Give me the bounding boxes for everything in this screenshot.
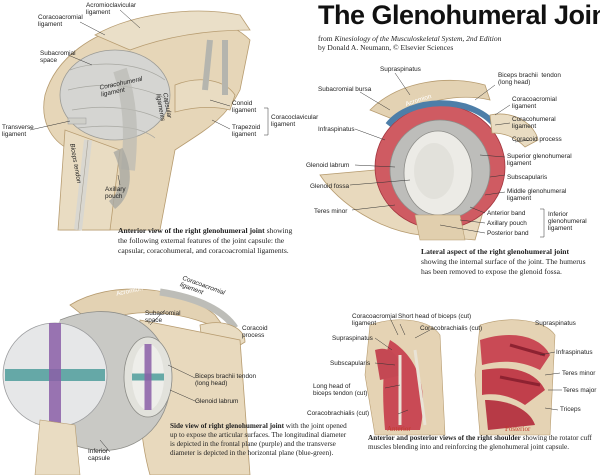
label-transverse-ligament: Transverse ligament xyxy=(2,124,34,138)
label-trapezoid-ligament: Trapezoid ligament xyxy=(232,124,261,138)
label-coracoacromial-lateral: Coracoacromial ligament xyxy=(512,96,557,110)
page-title: The Glenohumeral Joint xyxy=(318,0,600,30)
label-glenoid-labrum-lateral: Glenoid labrum xyxy=(306,162,350,169)
label-coracoclavicular-ligament: Coracoclavicular ligament xyxy=(271,114,319,128)
fig1-caption: Anterior view of the right glenohumeral … xyxy=(118,226,298,256)
label-supraspinatus-posterior: Supraspinatus xyxy=(535,320,576,327)
fig2-leader-lines xyxy=(349,72,545,238)
label-coracoid-process-side: Coracoid process xyxy=(242,325,268,339)
source-line-1: from Kinesiology of the Musculoskeletal … xyxy=(318,34,501,43)
fig4-caption-title: Anterior and posterior views of the righ… xyxy=(368,434,521,442)
label-subacromial-space: Subacromial space xyxy=(40,50,76,64)
label-infraspinatus-posterior: Infraspinatus xyxy=(556,349,593,356)
label-subacromial-space-side: Subacromial space xyxy=(145,310,181,324)
label-axillary-pouch-lateral: Axillary pouch xyxy=(487,220,527,227)
label-inferior-capsule: Inferior capsule xyxy=(88,448,111,462)
side-view-illustration xyxy=(2,288,251,475)
label-supraspinatus-anterior: Supraspinatus xyxy=(332,335,373,342)
fig2-caption-body: showing the internal surface of the join… xyxy=(421,257,586,276)
fig3-leader-lines xyxy=(99,309,196,453)
label-subscapularis-lateral: Subscapularis xyxy=(507,174,548,181)
fig1-caption-body: showing the following external features … xyxy=(118,226,293,255)
label-triceps: Triceps xyxy=(560,406,581,413)
label-coracohumeral-lateral: Coracohumeral ligament xyxy=(512,116,556,130)
fig3-caption: Side view of right glenohumeral joint wi… xyxy=(170,422,348,458)
label-middle-gh-ligament: Middle glenohumeral ligament xyxy=(507,188,567,202)
source-line-2: by Donald A. Neumann, © Elsevier Science… xyxy=(318,43,454,52)
label-inferior-gh-ligament: Inferior glenohumeral ligament xyxy=(548,211,587,232)
label-coracoacromial-anterior: Coracoacromial ligament xyxy=(352,313,397,327)
label-axillary-pouch: Axillary pouch xyxy=(105,186,126,200)
label-glenoid-fossa: Glenoid fossa xyxy=(310,183,350,190)
label-subscapularis-anterior: Subscapularis xyxy=(330,360,371,367)
fig4-caption-body: showing the rotator cuff muscles blendin… xyxy=(368,434,592,451)
label-coracobrachialis-top: Coracobrachialis (cut) xyxy=(420,325,483,332)
fig4-caption: Anterior and posterior views of the righ… xyxy=(368,434,598,452)
label-posterior-band: Posterior band xyxy=(487,230,529,237)
label-long-head-biceps: Long head of biceps tendon (cut) xyxy=(313,383,368,397)
fig4-leader-lines xyxy=(374,317,562,415)
source-prefix: from xyxy=(318,34,335,43)
lateral-aspect-illustration xyxy=(319,79,539,241)
source-book: Kinesiology of the Musculoskeletal Syste… xyxy=(334,34,502,43)
label-teres-minor-posterior: Teres minor xyxy=(562,370,596,377)
label-biceps-long-head-lateral: Biceps brachii tendon (long head) xyxy=(498,72,561,86)
fig2-caption-title: Lateral aspect of the right glenohumeral… xyxy=(421,247,570,256)
label-infraspinatus-lateral: Infraspinatus xyxy=(318,126,355,133)
label-supraspinatus-lateral: Supraspinatus xyxy=(380,66,421,73)
label-coracobrachialis-bottom: Coracobrachialis (cut) xyxy=(307,410,370,417)
label-posterior-view: Posterior xyxy=(505,425,531,433)
label-subacromial-bursa: Subacromial bursa xyxy=(318,86,372,93)
anterior-view-illustration xyxy=(43,10,251,231)
label-teres-major: Teres major xyxy=(563,387,597,394)
label-anterior-band: Anterior band xyxy=(487,210,526,217)
fig3-caption-title: Side view of right glenohumeral joint xyxy=(170,422,284,430)
fig3-caption-body: with the joint opened up to expose the a… xyxy=(170,422,347,457)
label-short-head-biceps: Short head of biceps (cut) xyxy=(398,313,472,320)
label-superior-gh-ligament: Superior glenohumeral ligament xyxy=(507,153,572,167)
label-coracoid-process-lateral: Coracoid process xyxy=(512,136,562,143)
label-glenoid-labrum-side: Glenoid labrum xyxy=(195,398,239,405)
label-coracoacromial-ligament: Coracoacromial ligament xyxy=(38,14,83,28)
label-teres-minor-lateral: Teres minor xyxy=(314,208,348,215)
fig2-caption: Lateral aspect of the right glenohumeral… xyxy=(421,247,596,277)
fig1-caption-title: Anterior view of the right glenohumeral … xyxy=(118,226,265,235)
fig1-leader-lines xyxy=(29,9,269,186)
label-biceps-long-head-side: Biceps brachii tendon (long head) xyxy=(195,373,257,387)
label-acromioclavicular-ligament: Acromioclavicular ligament xyxy=(86,2,137,16)
rotator-cuff-illustration xyxy=(364,319,556,436)
label-anterior-view: Anterior xyxy=(387,425,411,433)
label-conoid-ligament: Conoid ligament xyxy=(232,100,257,114)
